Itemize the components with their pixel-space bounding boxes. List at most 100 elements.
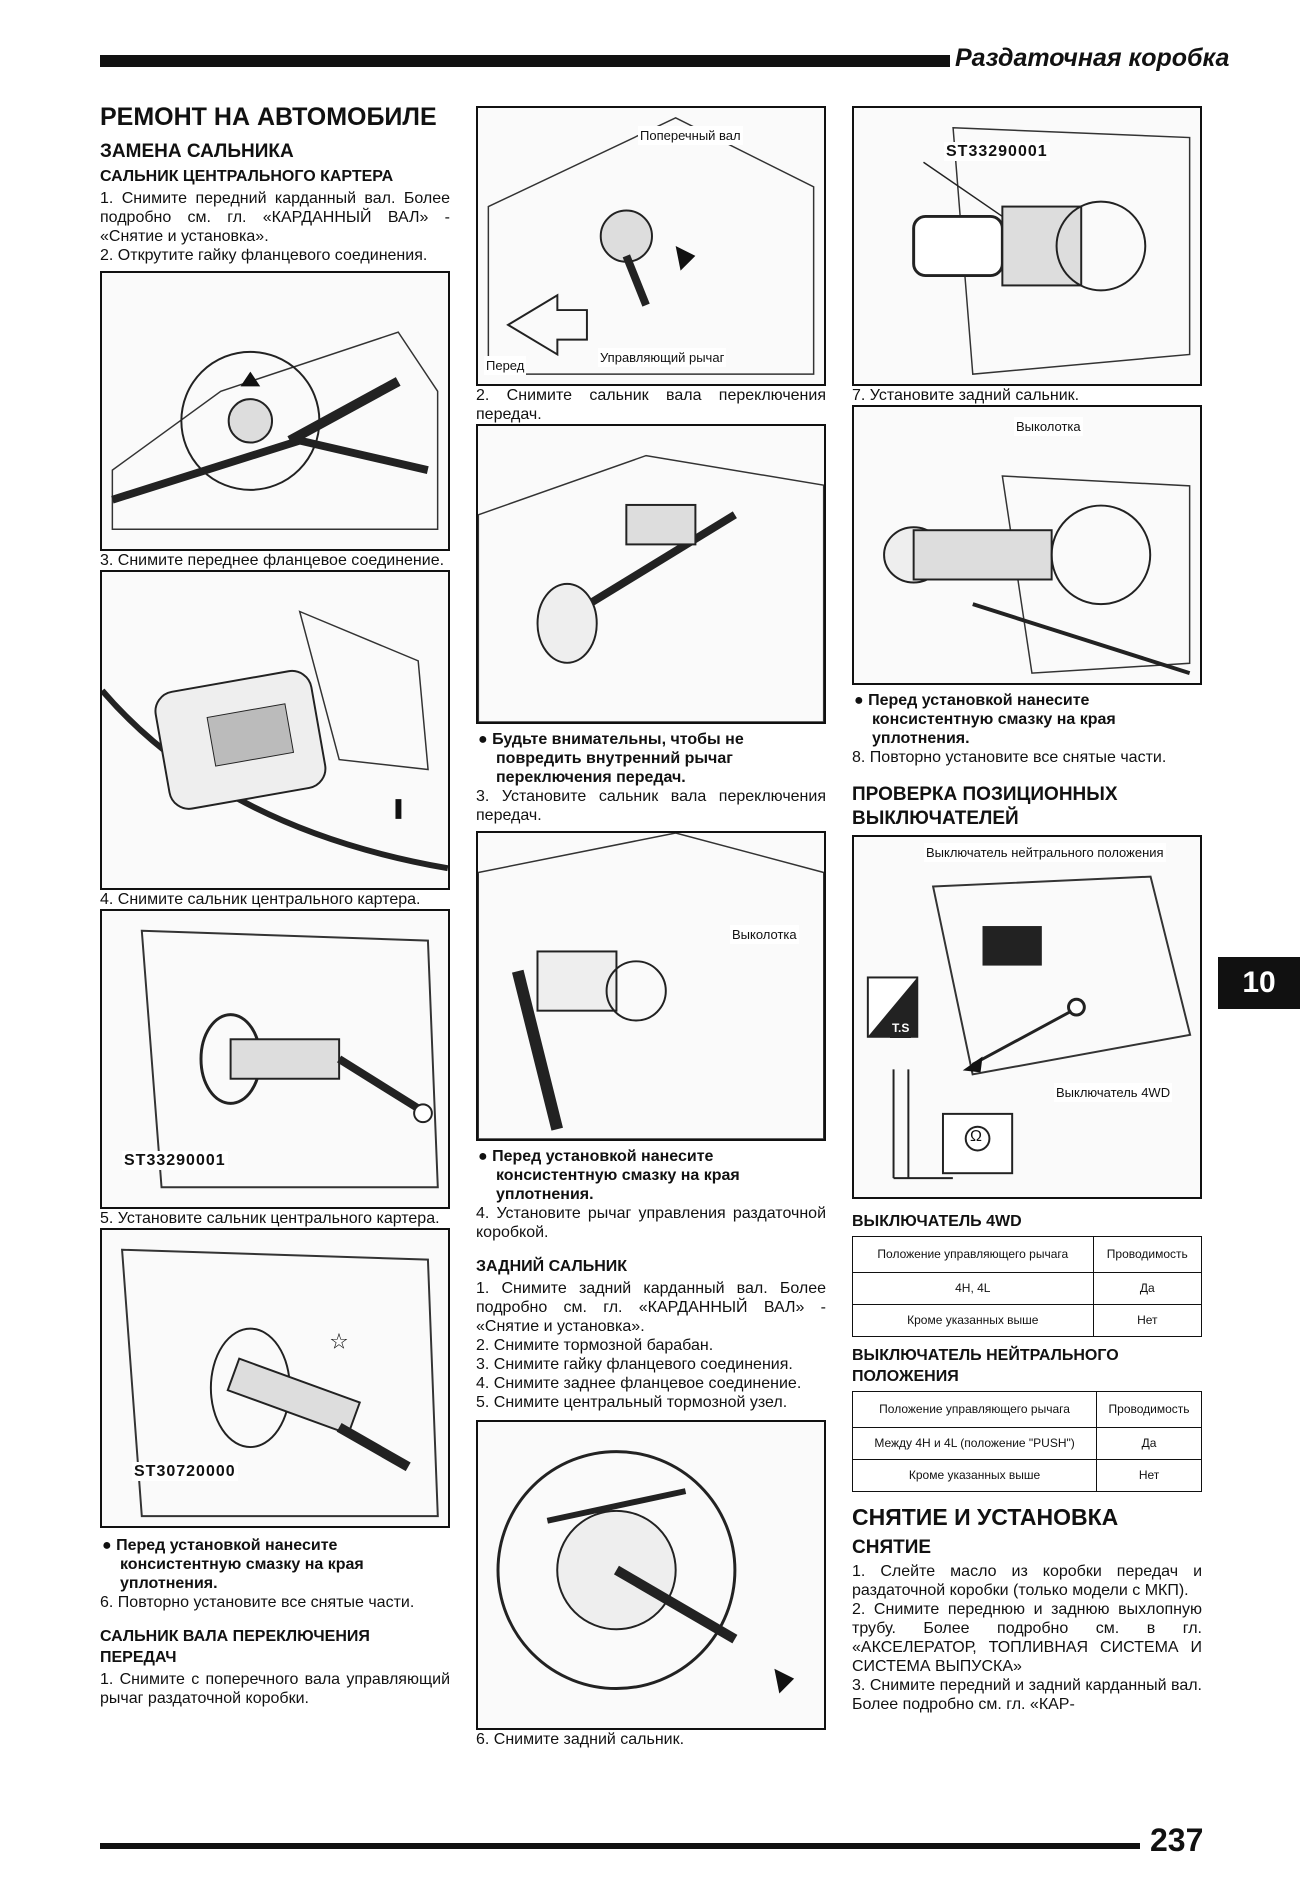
central-case-illustration <box>102 610 448 872</box>
table-4wd-switch: Положение управляющего рычага Проводимос… <box>852 1236 1203 1337</box>
step-text: 2. Снимите переднюю и заднюю выхлопную т… <box>852 1601 1202 1675</box>
caption-step-2: 2. Снимите сальник вала переключения пер… <box>476 387 826 423</box>
table-cell: Нет <box>1092 1304 1203 1337</box>
column-1: РЕМОНТ НА АВТОМОБИЛЕ ЗАМЕНА САЛЬНИКА САЛ… <box>100 102 450 1708</box>
table-row: 4H, 4L Да <box>852 1272 1203 1305</box>
table-cell: Да <box>1096 1427 1202 1460</box>
step-text: 4. Снимите заднее фланцевое соединение. <box>476 1375 802 1392</box>
label-cross-shaft: Поперечный вал <box>638 126 743 145</box>
step-text: 5. Снимите центральный тормозной узел. <box>476 1394 788 1411</box>
label-4wd-switch: Выключатель 4WD <box>1054 1083 1173 1102</box>
table-cell: Нет <box>1096 1459 1202 1492</box>
subheading-position-switch-check: ПРОВЕРКА ПОЗИЦИОННЫХ ВЫКЛЮЧАТЕЛЕЙ <box>852 784 1118 829</box>
header-rule <box>100 55 950 67</box>
heading-removal-installation: СНЯТИЕ И УСТАНОВКА <box>852 1504 1119 1530</box>
subheading-rear-seal: ЗАДНИЙ САЛЬНИК <box>476 1258 628 1275</box>
figure-install-tool: ☆ ST30720000 <box>100 1228 450 1528</box>
table-header: Проводимость <box>1096 1391 1202 1428</box>
ohm-icon: Ω <box>970 1128 982 1145</box>
cross-shaft-illustration <box>487 117 815 375</box>
step-text: 1. Снимите с поперечного вала управляющи… <box>100 1671 450 1707</box>
caption-step-3: 3. Снимите переднее фланцевое соединение… <box>100 552 445 569</box>
tool-label: ST33290001 <box>944 142 1050 161</box>
step-text: 8. Повторно установите все снятые части. <box>852 749 1167 766</box>
step-text: 3. Снимите передний и задний карданный в… <box>852 1677 1202 1713</box>
figure-drift-rear-seal: Выколотка <box>852 405 1202 685</box>
label-neutral-switch: Выключатель нейтрального положения <box>924 843 1166 862</box>
chapter-tab: 10 <box>1218 957 1300 1009</box>
caption-step-4: 4. Снимите сальник центрального картера. <box>100 891 421 908</box>
column-3: ST33290001 7. Установите задний сальник.… <box>851 106 1203 1714</box>
table-cell: 4H, 4L <box>852 1272 1094 1305</box>
table-neutral-switch: Положение управляющего рычага Проводимос… <box>851 1391 1202 1492</box>
table-header: Проводимость <box>1092 1236 1203 1273</box>
subheading-shift-shaft-seal: САЛЬНИК ВАЛА ПЕРЕКЛЮЧЕНИЯ ПЕРЕДАЧ <box>100 1628 370 1666</box>
rear-seal-installer-illustration <box>912 126 1191 375</box>
step-text: 2. Снимите тормозной барабан. <box>476 1337 714 1354</box>
table-header: Положение управляющего рычага <box>851 1391 1098 1428</box>
caption-step-6: 6. Снимите задний сальник. <box>476 1731 685 1748</box>
subheading-neutral-switch: ВЫКЛЮЧАТЕЛЬ НЕЙТРАЛЬНОГО ПОЛОЖЕНИЯ <box>852 1347 1119 1385</box>
figure-position-switches: Выключатель нейтрального положения Выклю… <box>852 835 1202 1199</box>
footer-rule <box>100 1843 1140 1849</box>
step-text: 4. Установите рычаг управления раздаточн… <box>476 1205 826 1241</box>
table-cell: Да <box>1092 1272 1203 1305</box>
page-number: 237 <box>1150 1822 1204 1858</box>
remove-shift-seal-illustration <box>478 454 824 722</box>
step-text: 2. Открутите гайку фланцевого соединения… <box>100 247 428 264</box>
note-text: Перед установкой нанесите консистентную … <box>492 1148 740 1203</box>
figure-flange-nut <box>100 271 450 551</box>
table-row: Кроме указанных выше Нет <box>852 1304 1203 1337</box>
caption-step-3: 3. Установите сальник вала переключения … <box>476 788 826 824</box>
rear-seal-illustration <box>496 1450 795 1694</box>
subheading-central-case-seal: САЛЬНИК ЦЕНТРАЛЬНОГО КАРТЕРА <box>100 168 394 185</box>
tool-label: ST33290001 <box>122 1151 228 1170</box>
caption-step-5: 5. Установите сальник центрального карте… <box>100 1210 440 1227</box>
step-text: 1. Снимите передний карданный вал. Более… <box>100 190 450 245</box>
table-cell: Кроме указанных выше <box>852 1304 1094 1337</box>
label-drift: Выколотка <box>730 925 799 944</box>
note-text: Перед установкой нанесите консистентную … <box>116 1537 364 1592</box>
note-text: Будьте внимательны, чтобы не повредить в… <box>492 731 744 786</box>
table-row: Кроме указанных выше Нет <box>851 1459 1202 1492</box>
figure-remove-shift-seal <box>476 424 826 724</box>
label-drift: Выколотка <box>1014 417 1083 436</box>
figure-cross-shaft: Поперечный вал Управляющий рычаг Перед <box>476 106 826 386</box>
step-text: 1. Снимите задний карданный вал. Более п… <box>476 1280 826 1335</box>
table-row: Между 4H и 4L (положение "PUSH") Да <box>851 1427 1202 1460</box>
figure-install-rear-seal: ST33290001 <box>852 106 1202 386</box>
step-text: 6. Повторно установите все снятые части. <box>100 1594 415 1611</box>
chapter-heading: РЕМОНТ НА АВТОМОБИЛЕ <box>100 103 437 131</box>
install-shift-seal-illustration <box>478 833 824 1139</box>
tool-label: ST30720000 <box>132 1462 238 1481</box>
seal-drift-illustration: ☆ <box>121 1248 439 1518</box>
figure-install-central-seal: ST33290001 <box>100 909 450 1209</box>
note-grease: ● Перед установкой нанесите консистентну… <box>854 692 1116 747</box>
flange-nut-illustration <box>111 331 439 531</box>
table-header: Положение управляющего рычага <box>852 1236 1094 1273</box>
svg-text:☆: ☆ <box>329 1329 348 1354</box>
position-switch-illustration <box>866 875 1192 1180</box>
table-cell: Кроме указанных выше <box>851 1459 1098 1492</box>
section-title: Раздаточная коробка <box>955 44 1230 72</box>
label-control-lever: Управляющий рычаг <box>598 348 727 367</box>
subheading-removal: СНЯТИЕ <box>852 1537 932 1558</box>
ts-badge: T.S <box>890 1019 912 1038</box>
subheading-4wd-switch: ВЫКЛЮЧАТЕЛЬ 4WD <box>852 1213 1022 1230</box>
seal-installer-illustration <box>140 929 439 1189</box>
note-grease: ● Перед установкой нанесите консистентну… <box>102 1537 364 1592</box>
subheading-seal-replacement: ЗАМЕНА САЛЬНИКА <box>100 141 294 162</box>
step-text: 3. Снимите гайку фланцевого соединения. <box>476 1356 793 1373</box>
step-text: 1. Слейте масло из коробки передач и раз… <box>852 1563 1202 1599</box>
note-careful: ● Будьте внимательны, чтобы не повредить… <box>478 731 744 786</box>
figure-install-shift-seal: Выколотка <box>476 831 826 1141</box>
note-text: Перед установкой нанесите консистентную … <box>868 692 1116 747</box>
figure-remove-rear-seal <box>476 1420 826 1730</box>
caption-step-7: 7. Установите задний сальник. <box>852 387 1080 404</box>
column-2: Поперечный вал Управляющий рычаг Перед 2… <box>476 106 826 1749</box>
note-grease: ● Перед установкой нанесите консистентну… <box>478 1148 740 1203</box>
figure-central-case-seal <box>100 570 450 890</box>
table-cell: Между 4H и 4L (положение "PUSH") <box>851 1427 1098 1460</box>
drift-illustration <box>883 475 1191 676</box>
label-front: Перед <box>484 356 527 375</box>
